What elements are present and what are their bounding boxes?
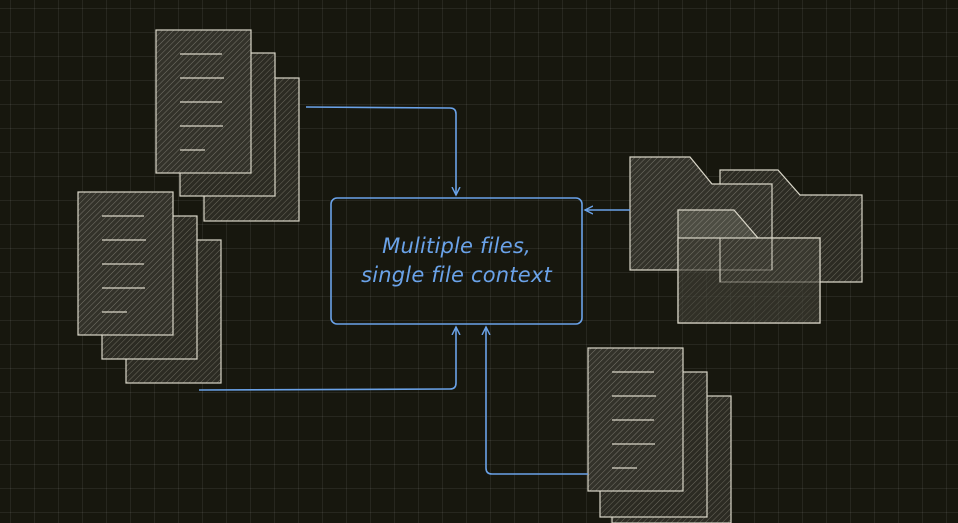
center-node-box (330, 197, 583, 325)
document-stack-icon-top-left (155, 29, 300, 222)
document-stack-icon-bottom (587, 347, 732, 523)
connector-top-left (305, 106, 456, 195)
connector-left (198, 327, 456, 391)
center-node-line-1: Mulitiple files, (382, 234, 531, 258)
center-node-line-2: single file context (361, 263, 552, 287)
connector-bottom (486, 327, 588, 475)
folder-stack-icon-right (629, 156, 863, 324)
center-node-label: Mulitiple files, single file context (331, 198, 582, 324)
document-stack-icon-left (77, 191, 222, 384)
